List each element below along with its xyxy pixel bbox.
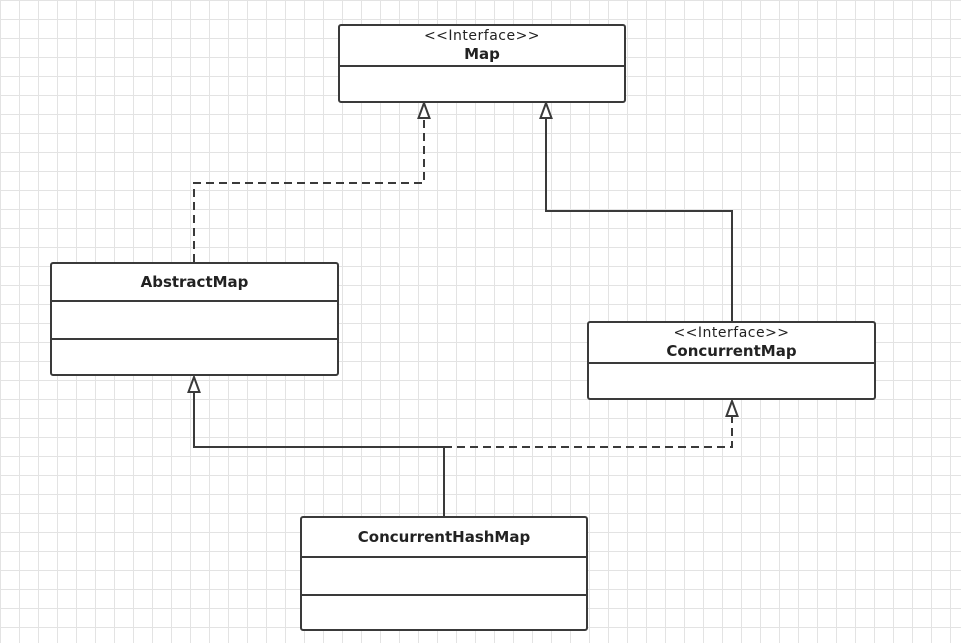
attributes-section — [302, 558, 586, 594]
attributes-section — [589, 364, 874, 398]
class-name: AbstractMap — [140, 272, 249, 291]
edge-concurrenthashmap-to-abstractmap — [193, 392, 445, 516]
edge-concurrentmap-to-map — [545, 118, 733, 321]
arrowhead-to-map-right — [539, 100, 553, 119]
stereotype-label: <<Interface>> — [423, 27, 541, 44]
attributes-section — [340, 67, 624, 101]
class-name: ConcurrentHashMap — [357, 527, 531, 546]
class-box-concurrenthashmap[interactable]: ConcurrentHashMap — [300, 516, 588, 631]
class-box-abstractmap[interactable]: AbstractMap — [50, 262, 339, 376]
class-box-concurrentmap[interactable]: <<Interface>> ConcurrentMap — [587, 321, 876, 400]
edge-abstractmap-to-map — [193, 118, 425, 262]
class-header: AbstractMap — [52, 264, 337, 302]
edge-concurrenthashmap-to-concurrentmap — [444, 416, 733, 448]
stereotype-label: <<Interface>> — [673, 324, 790, 341]
arrowhead-to-map-left — [417, 100, 431, 119]
class-name: Map — [464, 44, 500, 63]
class-box-map[interactable]: <<Interface>> Map — [338, 24, 626, 103]
arrowhead-to-abstractmap — [187, 374, 201, 393]
arrowhead-to-concurrentmap — [725, 398, 739, 417]
class-header: <<Interface>> ConcurrentMap — [589, 323, 874, 364]
class-header: ConcurrentHashMap — [302, 518, 586, 558]
methods-section — [52, 338, 337, 374]
class-header: <<Interface>> Map — [340, 26, 624, 67]
attributes-section — [52, 302, 337, 338]
class-name: ConcurrentMap — [666, 341, 797, 360]
methods-section — [302, 594, 586, 629]
